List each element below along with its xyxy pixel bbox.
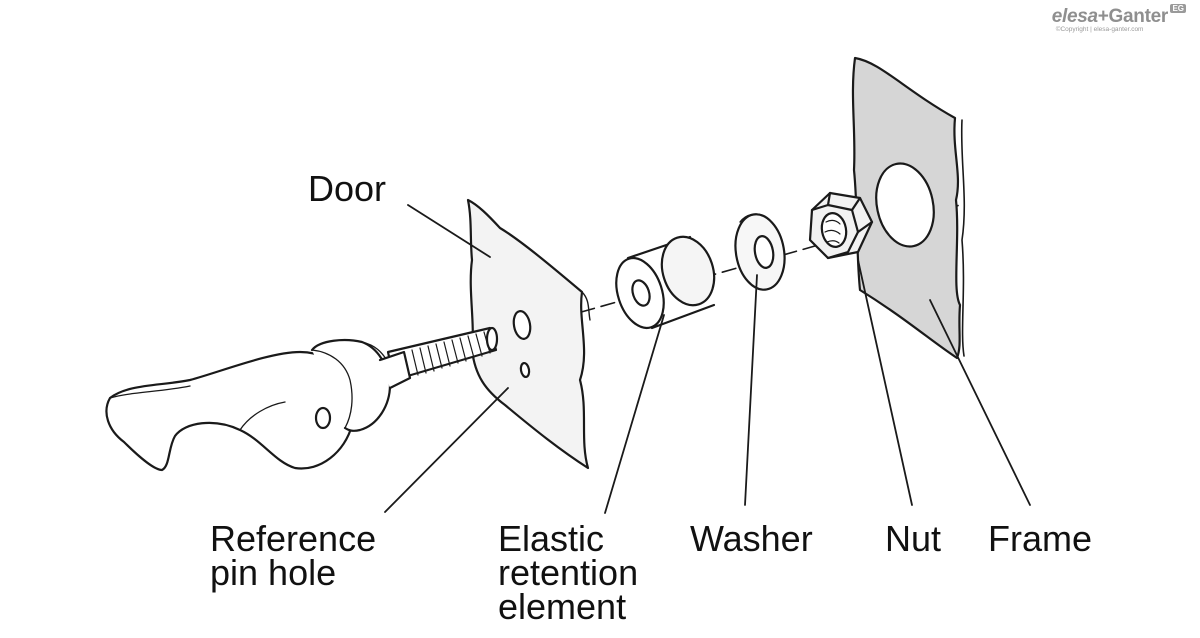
logo-brand-part2: Ganter	[1108, 6, 1169, 27]
logo-wordmark: elesa+Ganter	[1051, 6, 1169, 28]
brand-logo: elesa+Ganter EG ©Copyright | elesa-gante…	[1051, 4, 1186, 33]
washer-leader	[744, 274, 758, 506]
nut-leader	[857, 259, 913, 506]
elastic-retention-cylinder	[615, 235, 716, 330]
pin-hole-leader	[384, 387, 509, 513]
label-elastic-retention-element: Elastic retention element	[498, 518, 639, 627]
label-washer: Washer	[690, 518, 813, 559]
logo-brand-plus: +	[1097, 6, 1109, 27]
frame-plate	[851, 56, 966, 360]
label-door: Door	[308, 168, 387, 209]
label-nut: Nut	[885, 518, 942, 559]
elastic-leader	[604, 314, 665, 514]
logo-copyright: ©Copyright | elesa-ganter.com	[1055, 26, 1144, 33]
label-frame: Frame	[988, 518, 1093, 559]
door-plate	[466, 198, 591, 470]
frame-leader	[929, 299, 1031, 506]
hex-nut	[808, 191, 874, 260]
label-reference-pin-hole: Reference pin hole	[210, 518, 377, 593]
door-leader	[407, 204, 491, 258]
leader-lines	[384, 204, 1031, 514]
washer-part	[734, 213, 786, 291]
cam-handle	[105, 339, 412, 472]
logo-brand-part1: elesa	[1051, 6, 1098, 27]
logo-badge: EG	[1170, 4, 1186, 13]
